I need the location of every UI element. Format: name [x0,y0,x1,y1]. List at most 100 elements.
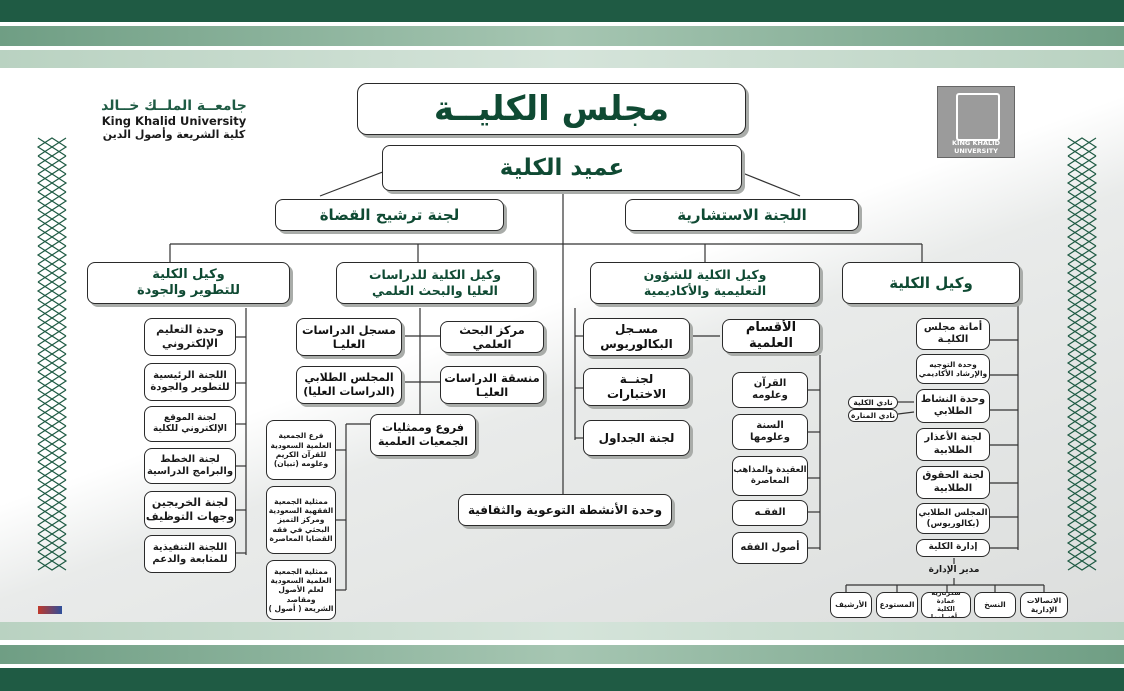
ornament-cross [1067,551,1097,571]
ornament-cross [1067,443,1097,463]
graduate-registrar-box: مسجل الدراسات العليـا [296,318,402,356]
ornament-cross [1067,155,1097,175]
research-center-box: مركز البحث العلمي [440,321,544,353]
exams-committee-box: لجنــة الاختبارات [583,368,690,406]
vice-dean-box: وكيل الكلية [842,262,1020,304]
ornament-cross [37,263,67,283]
college-administration-box: إدارة الكلية [916,539,990,557]
ornament-cross [37,443,67,463]
vice-dean-development-box: وكيل الكلية للتطوير والجودة [87,262,290,304]
quality-committee-box: اللجنة الرئيسية للتطوير والجودة [144,363,236,401]
graduate-coordinator-box: منسقة الدراسات العليـا [440,366,544,404]
ornament-cross [1067,461,1097,481]
website-committee-box: لجنة الموقع الإلكتروني للكلية [144,406,236,442]
dean-box: عميد الكلية [382,145,742,191]
ornament-cross [37,353,67,373]
warehouse-box: المستودع [876,592,918,618]
bachelor-registrar-box: مسـجل البكالوريوس [583,318,690,356]
university-name-en: King Khalid University [101,114,247,128]
ornament-diamond [1066,551,1098,571]
college-council-title: مجلس الكليــة [357,83,746,135]
footer-mark-icon [38,606,62,614]
ornament-cross [37,335,67,355]
ornament-cross [37,407,67,427]
college-club-box: نادي الكلية [848,396,898,409]
graduate-student-council-box: المجلس الطلابي (الدراسات العليا) [296,366,402,404]
top-band-dark [0,0,1124,22]
dept-fiqh-box: الفقـه [732,500,808,526]
society-fiqh-box: ممثلية الجمعية الفقهية السعودية ومركز ال… [266,486,336,554]
elearning-unit-box: وحدة التعليم الإلكتروني [144,318,236,356]
ornament-cross [37,497,67,517]
ornament-cross [37,317,67,337]
ornament-cross [1067,425,1097,445]
bottom-band-mid [0,645,1124,664]
university-name-block: جامعــة الملــك خــالد King Khalid Unive… [86,98,262,141]
student-rights-committee-box: لجنة الحقوق الطلابية [916,466,990,499]
top-band-light [0,50,1124,68]
admin-communications-box: الاتصالات الإدارية [1020,592,1068,618]
ornament-cross [1067,317,1097,337]
ornament-cross [1067,299,1097,319]
ornament-cross [1067,353,1097,373]
ornament-cross [37,245,67,265]
college-council-secretariat-box: أمانة مجلس الكليـة [916,318,990,350]
dept-usul-box: أصول الفقه [732,532,808,564]
archive-box: الأرشيف [830,592,872,618]
study-plans-committee-box: لجنة الخطط والبرامج الدراسية [144,448,236,484]
college-name-ar: كلية الشريعة وأصول الدين [102,128,246,141]
ornament-cross [1067,281,1097,301]
society-usul-box: ممثلية الجمعية العلمية السعودية لعلم الأ… [266,560,336,620]
ornament-cross [1067,173,1097,193]
judges-committee-box: لجنة ترشيح القضاة [275,199,504,231]
ornament-cross [1067,263,1097,283]
left-ornament-chain [36,137,68,571]
academic-guidance-unit-box: وحدة التوجيه والإرشاد الأكاديمي [916,354,990,384]
ornament-cross [1067,245,1097,265]
ornament-cross [37,371,67,391]
ornament-cross [1067,389,1097,409]
top-band-mid [0,26,1124,46]
society-quran-box: فرع الجمعية العلمية السعودية للقرآن الكر… [266,420,336,480]
logo-emblem-icon [956,93,1000,141]
student-activity-unit-box: وحدة النشاط الطلابي [916,389,990,423]
executive-committee-box: اللجنة التنفيذية للمتابعة والدعم [144,535,236,573]
advisory-committee-box: اللجنة الاستشارية [625,199,859,231]
university-logo: KING KHALID UNIVERSITY [937,86,1015,158]
ornament-cross [1067,227,1097,247]
university-name-ar: جامعــة الملــك خــالد [101,98,247,114]
academic-departments-box: الأقسام العلمية [722,319,820,353]
manara-club-box: نادي المنارة [848,409,898,422]
right-ornament-chain [1066,137,1098,571]
dept-quran-box: القرآن وعلومه [732,372,808,408]
ornament-cross [1067,533,1097,553]
ornament-cross [37,137,67,157]
ornament-cross [1067,137,1097,157]
ornament-cross [37,173,67,193]
student-council-bachelor-box: المجلس الطلابي (بكالوريوس) [916,503,990,534]
student-excuses-committee-box: لجنة الأعذار الطلابية [916,428,990,461]
dept-aqeedah-box: العقيدة والمذاهب المعاصرة [732,456,808,496]
ornament-cross [37,299,67,319]
graduates-committee-box: لجنة الخريجين وجهات التوظيف [144,491,236,529]
ornament-cross [1067,407,1097,427]
dept-sunnah-box: السنة وعلومها [732,414,808,450]
ornament-cross [37,515,67,535]
ornament-cross [1067,335,1097,355]
ornament-cross [37,551,67,571]
ornament-cross [37,461,67,481]
ornament-cross [37,191,67,211]
awareness-activities-unit-box: وحدة الأنشطة التوعوية والثقافية [458,494,672,526]
bottom-band-light [0,622,1124,640]
ornament-cross [1067,371,1097,391]
ornament-cross [37,425,67,445]
copying-box: النسخ [974,592,1016,618]
ornament-cross [37,389,67,409]
ornament-cross [1067,479,1097,499]
logo-caption: KING KHALID UNIVERSITY [952,139,1000,155]
admin-manager-label: مدير الإدارة [928,565,980,576]
ornament-cross [37,209,67,229]
vice-dean-graduate-box: وكيل الكلية للدراسات العليا والبحث العلم… [336,262,534,304]
ornament-cross [1067,515,1097,535]
